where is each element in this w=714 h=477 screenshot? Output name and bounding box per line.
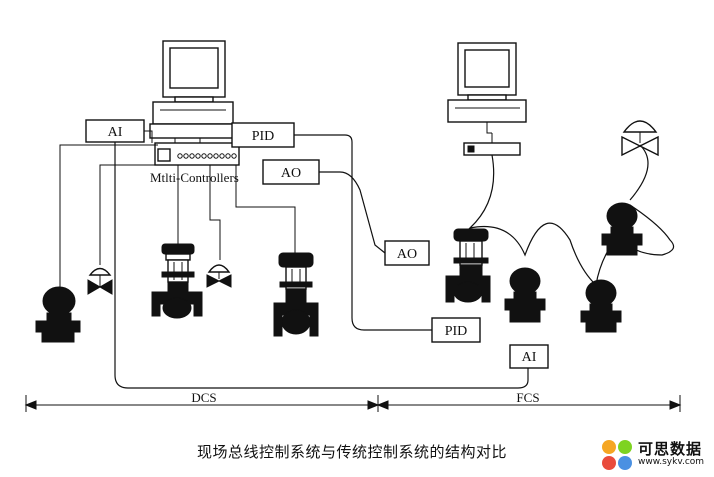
- ai-right-box: AI: [509, 344, 549, 369]
- fcs-transmitter-2-icon: [580, 279, 622, 333]
- logo-dot-blue: [618, 456, 632, 470]
- pid-right-label: PID: [445, 324, 468, 339]
- pid-top-label: PID: [252, 129, 275, 144]
- dcs-fcs-dimension-line: [24, 395, 682, 412]
- fcs-actuator-valve-icon: [621, 120, 659, 157]
- logo-url: www.sykv.com: [638, 457, 705, 467]
- pid-right-box: PID: [431, 317, 481, 343]
- control-valve-1-icon: [151, 243, 203, 319]
- fcs-computer-icon: [447, 42, 527, 156]
- logo-dot-green: [618, 440, 632, 454]
- ao-mid-box: AO: [262, 159, 320, 185]
- fcs-transmitter-3-icon: [601, 202, 643, 256]
- ao-mid-label: AO: [281, 166, 301, 181]
- ao-right-label: AO: [397, 247, 417, 262]
- ao-right-box: AO: [384, 240, 430, 266]
- fieldbus-cable: [468, 154, 675, 287]
- logo-title: 可思数据: [638, 440, 703, 458]
- logo-dot-orange: [602, 440, 616, 454]
- fcs-control-valve-icon: [445, 228, 491, 303]
- figure-caption: 现场总线控制系统与传统控制系统的结构对比: [197, 443, 508, 461]
- dcs-label: DCS: [191, 390, 216, 405]
- actuator-valve-small-1-icon: [87, 267, 113, 295]
- ai-left-box: AI: [85, 119, 145, 143]
- logo-dot-red: [602, 456, 616, 470]
- fcs-label: FCS: [516, 390, 539, 405]
- ai-right-label: AI: [522, 350, 537, 365]
- control-valve-2-icon: [273, 252, 319, 337]
- multi-controllers-label: Mtlti-Controllers: [150, 170, 239, 185]
- sykv-logo: 可思数据 www.sykv.com: [600, 438, 710, 472]
- actuator-valve-small-2-icon: [206, 264, 232, 288]
- dcs-computer-icon: [149, 40, 237, 139]
- transmitter-left-icon: [35, 286, 81, 343]
- multi-controller-rack-icon: [154, 138, 240, 166]
- pid-top-box: PID: [231, 122, 295, 148]
- ai-left-label: AI: [108, 125, 123, 140]
- fcs-transmitter-1-icon: [504, 267, 546, 323]
